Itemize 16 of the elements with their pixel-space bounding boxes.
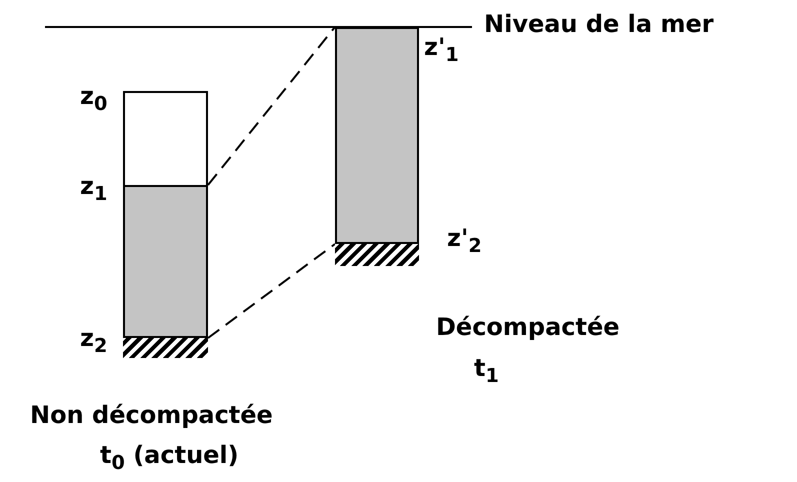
state-label: Décompactée — [436, 315, 620, 339]
state-label: Non décompactée — [30, 403, 273, 427]
sediment-layer-box — [335, 27, 419, 244]
dashed-correlation-line — [207, 26, 336, 186]
depth-label: z'$_{2}$ — [447, 226, 482, 255]
sea-level-label: Niveau de la mer — [484, 12, 714, 36]
time-label: t$_{0}$ (actuel) — [100, 443, 239, 472]
basement-hatching — [335, 244, 419, 266]
depth-label: z'$_{1}$ — [424, 35, 459, 64]
time-label: t$_{1}$ — [474, 356, 499, 385]
dashed-correlation-line — [207, 243, 336, 339]
depth-label: z$_{2}$ — [80, 326, 108, 355]
basement-hatching — [123, 338, 208, 358]
sediment-layer-box — [123, 185, 208, 338]
depth-label: z$_{1}$ — [80, 174, 108, 203]
depth-label: z$_{0}$ — [80, 84, 108, 113]
